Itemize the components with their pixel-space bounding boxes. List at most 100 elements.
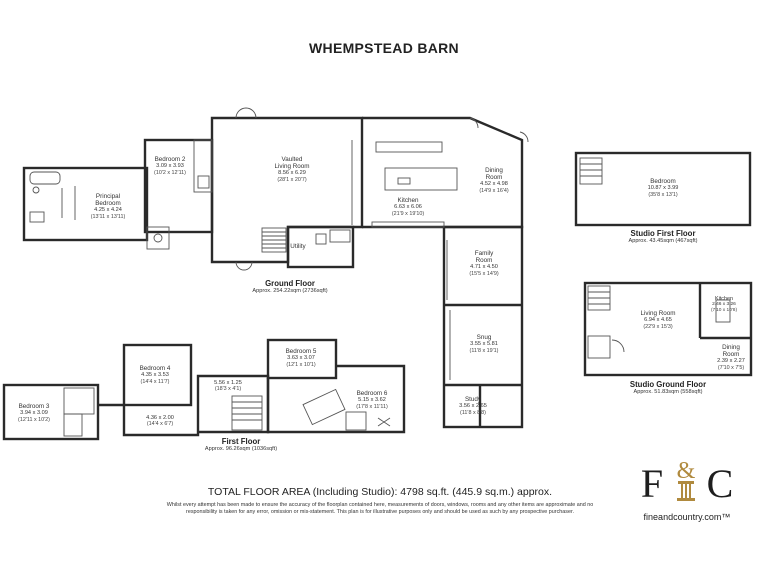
room-metric: 5.56 x 1.25 — [214, 380, 242, 386]
room-principal-bedroom: Principal Bedroom 4.25 x 4.24 (13'11 x 1… — [91, 193, 126, 220]
room-living: Vaulted Living Room 8.56 x 6.29 (28'1 x … — [275, 156, 310, 183]
floor-name: First Floor — [221, 437, 261, 446]
room-metric: 10.87 x 3.99 — [647, 185, 679, 192]
room-metric: 4.52 x 4.98 — [480, 181, 508, 188]
room-studio-living: Living Room 6.94 x 4.65 (22'9 x 15'3) — [641, 310, 676, 330]
room-metric: 3.09 x 3.93 — [156, 163, 184, 170]
fine-and-country-logo: F & C — [641, 458, 733, 506]
studio-first-walls — [574, 151, 752, 227]
room-imperial: (13'11 x 13'11) — [90, 213, 126, 220]
room-name: Bedroom 5 — [285, 348, 317, 355]
room-name: Family Room — [474, 250, 494, 265]
room-family: Family Room 4.71 x 4.50 (15'5 x 14'9) — [469, 250, 498, 277]
floor-name: Ground Floor — [265, 279, 315, 288]
room-bedroom4: Bedroom 4 4.35 x 3.53 (14'4 x 11'7) — [140, 365, 171, 385]
floor-name: Studio Ground Floor — [629, 380, 707, 389]
room-imperial: (18'3 x 4'1) — [214, 386, 242, 393]
room-imperial: (14'9 x 16'4) — [479, 187, 509, 194]
room-bedroom2: Bedroom 2 3.09 x 3.93 (10'2 x 12'11) — [154, 156, 186, 176]
room-imperial: (17'8 x 11'11) — [356, 403, 388, 410]
room-metric: 6.94 x 4.65 — [644, 317, 672, 324]
room-imperial: (21'9 x 19'10) — [391, 210, 425, 217]
floor-label-studio-first: Studio First Floor Approx. 43.45sqm (467… — [628, 229, 697, 245]
floor-area: Approx. 43.45sqm (467sqft) — [628, 238, 698, 245]
room-name: Dining Room — [722, 344, 740, 359]
floor-area: Approx. 96.26sqm (1036sqft) — [204, 446, 278, 453]
bedroom6-walls — [266, 364, 406, 434]
room-name: Kitchen — [715, 296, 733, 302]
room-dining: Dining Room 4.52 x 4.98 (14'9 x 16'4) — [479, 167, 508, 194]
room-metric: 4.71 x 4.50 — [470, 264, 498, 271]
room-name: Dining Room — [485, 167, 503, 182]
room-name: Bedroom 2 — [154, 156, 186, 163]
room-imperial: (7'10 x 10'8) — [710, 307, 738, 313]
room-name: Vaulted Living Room — [274, 156, 310, 171]
room-study: Study 3.56 x 2.65 (11'8 x 8'8) — [459, 396, 487, 416]
page-title: WHEMPSTEAD BARN — [309, 40, 459, 56]
room-metric: 3.94 x 3.09 — [20, 410, 48, 417]
room-name: Snug — [476, 334, 492, 341]
room-imperial: (11'8 x 19'1) — [469, 347, 499, 354]
logo-amp: & — [677, 458, 696, 484]
bedroom5-walls — [266, 338, 338, 380]
room-imperial: (22'9 x 15'3) — [643, 323, 673, 330]
room-metric: 3.55 x 5.81 — [470, 341, 498, 348]
room-metric: 2.46 x 3.26 — [712, 302, 736, 308]
floor-label-studio-ground: Studio Ground Floor Approx. 51.83sqm (55… — [630, 380, 706, 396]
room-bedroom6: Bedroom 6 5.15 x 3.62 (17'8 x 11'11) — [356, 390, 388, 410]
room-studio-dining: Dining Room 2.39 x 2.27 (7'10 x 7'5) — [717, 344, 745, 371]
room-metric: 3.63 x 3.07 — [287, 355, 315, 362]
utility-walls — [286, 225, 355, 269]
logo-website: fineandcountry.com™ — [643, 512, 731, 522]
studio-ground-walls — [583, 281, 753, 377]
logo-c: C — [707, 461, 734, 506]
room-metric: 6.63 x 6.06 — [394, 204, 422, 211]
room-studio-bedroom: Bedroom 10.87 x 3.99 (35'8 x 13'1) — [648, 178, 679, 198]
room-snug: Snug 3.55 x 5.81 (11'8 x 19'1) — [470, 334, 499, 354]
disclaimer: Whilst every attempt has been made to en… — [166, 502, 594, 516]
room-name: Bedroom 3 — [18, 403, 50, 410]
room-imperial: (15'5 x 14'9) — [469, 270, 499, 277]
room-imperial: (14'4 x 6'7) — [146, 421, 174, 428]
room-imperial: (12'11 x 10'2) — [18, 416, 50, 423]
room-imperial: (10'2 x 12'11) — [154, 169, 186, 176]
room-imperial: (28'1 x 20'7) — [277, 176, 307, 183]
room-metric: 2.39 x 2.27 — [717, 358, 745, 365]
total-floor-area: TOTAL FLOOR AREA (Including Studio): 479… — [207, 486, 553, 498]
room-name: Bedroom — [650, 178, 676, 185]
room-imperial: (7'10 x 7'5) — [717, 364, 745, 371]
room-bedroom5: Bedroom 5 3.63 x 3.07 (12'1 x 10'1) — [286, 348, 317, 368]
bedroom3-walls — [2, 383, 100, 441]
bedroom4-walls — [122, 343, 193, 407]
room-utility: Utility — [290, 243, 305, 250]
floor-label-ground: Ground Floor Approx. 254.22sqm (2736sqft… — [252, 279, 327, 295]
room-metric: 4.35 x 3.53 — [141, 372, 169, 379]
room-kitchen: Kitchen 6.63 x 6.06 (21'9 x 19'10) — [392, 197, 424, 217]
floor-area: Approx. 51.83sqm (558sqft) — [633, 389, 703, 396]
room-bedroom3: Bedroom 3 3.94 x 3.09 (12'11 x 10'2) — [18, 403, 50, 423]
floor-area: Approx. 254.22sqm (2736sqft) — [252, 288, 328, 295]
room-metric: 8.56 x 6.29 — [278, 170, 306, 177]
room-hall: 4.36 x 2.00 (14'4 x 6'7) — [146, 415, 174, 428]
room-name: Study — [464, 396, 482, 403]
room-name: Bedroom 6 — [356, 390, 388, 397]
logo-f: F — [641, 461, 663, 506]
room-imperial: (11'8 x 8'8) — [460, 409, 486, 416]
room-metric: 3.56 x 2.65 — [459, 403, 487, 410]
room-metric: 5.15 x 3.62 — [358, 397, 386, 404]
bedroom2-walls — [143, 138, 214, 234]
room-imperial: (35'8 x 13'1) — [648, 191, 678, 198]
room-studio-kitchen: Kitchen 2.46 x 3.26 (7'10 x 10'8) — [711, 296, 737, 313]
room-name: Utility — [290, 243, 306, 250]
room-imperial: (14'4 x 11'7) — [140, 378, 170, 385]
floor-name: Studio First Floor — [630, 229, 696, 238]
room-metric: 4.36 x 2.00 — [146, 415, 174, 421]
room-name: Principal Bedroom — [95, 193, 121, 208]
floor-label-first: First Floor Approx. 96.26sqm (1036sqft) — [205, 437, 277, 453]
room-metric: 4.25 x 4.24 — [94, 207, 122, 214]
room-name: Kitchen — [397, 197, 419, 204]
family-wing-walls — [442, 225, 524, 429]
room-landing: 5.56 x 1.25 (18'3 x 4'1) — [214, 380, 242, 393]
room-imperial: (12'1 x 10'1) — [286, 361, 316, 368]
